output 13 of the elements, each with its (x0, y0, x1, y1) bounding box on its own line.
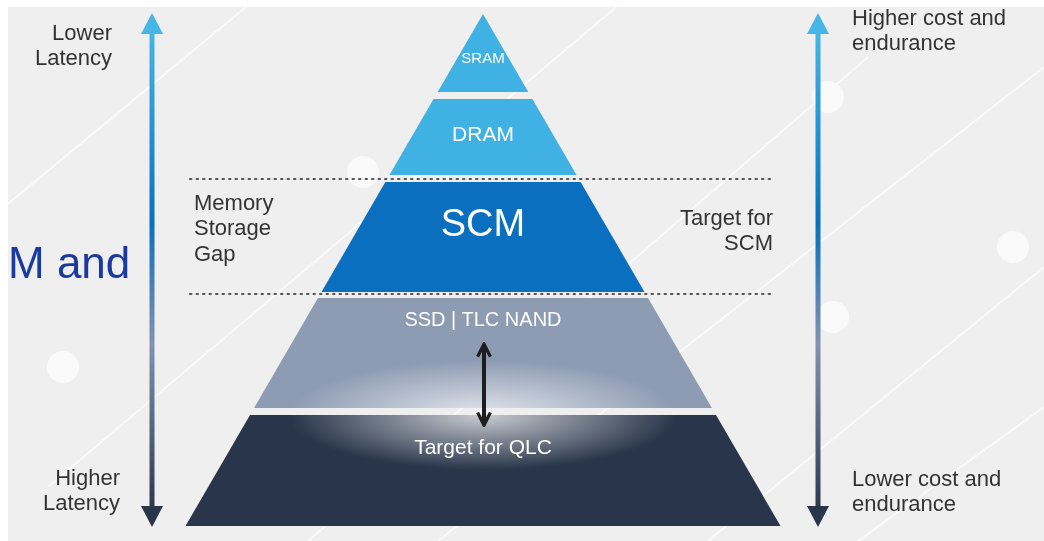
side-label: Memory Storage Gap (194, 190, 275, 266)
side-label: M and (8, 238, 132, 289)
double-arrow (476, 342, 492, 427)
side-label: Lower Latency (33, 20, 112, 71)
layer-label: SCM (440, 202, 526, 246)
side-label: Higher Latency (41, 465, 120, 516)
side-label: Target for SCM (679, 205, 773, 256)
layer-label: SRAM (461, 49, 505, 66)
side-label: Higher cost and endurance (852, 7, 1008, 56)
side-label: Lower cost and endurance (852, 466, 1003, 517)
layer-label: SSD | TLC NAND (404, 308, 562, 331)
layer-label: Target for QLC (414, 435, 552, 460)
layer-label: DRAM (452, 122, 514, 147)
